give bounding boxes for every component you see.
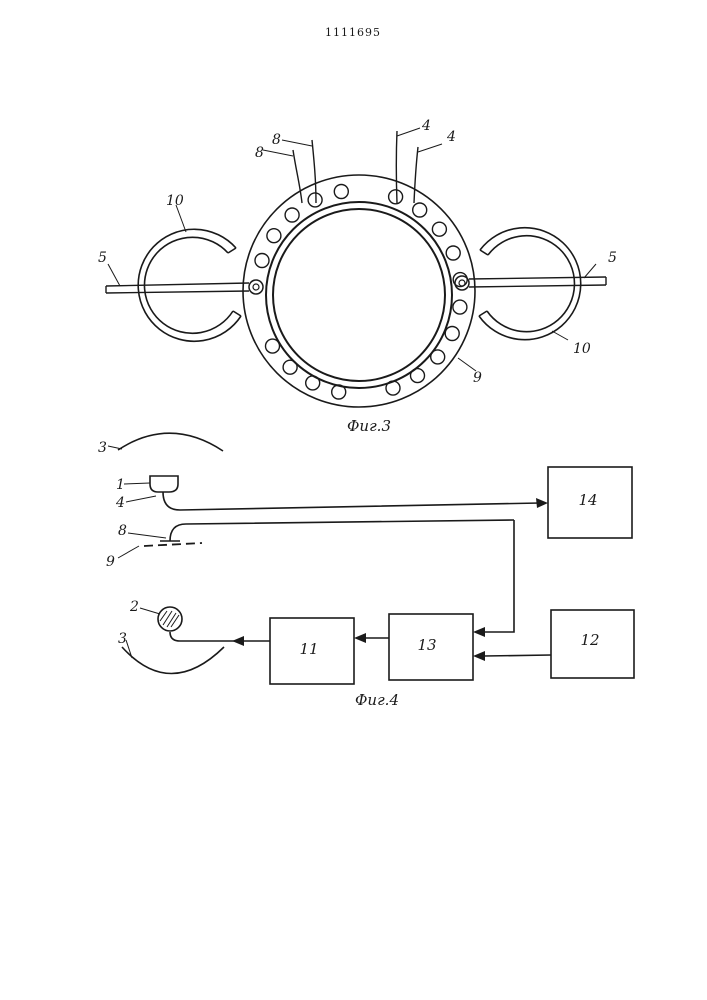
label-8: 8 bbox=[118, 523, 127, 539]
block-12-label: 12 bbox=[580, 631, 599, 649]
coil-circle bbox=[386, 381, 400, 395]
label-10-right: 10 bbox=[573, 341, 591, 357]
right-loop bbox=[479, 228, 581, 340]
arrow-13-to-11 bbox=[354, 633, 366, 643]
block-11-label: 11 bbox=[299, 640, 318, 658]
block-14-label: 14 bbox=[578, 491, 597, 509]
central-ring-inner bbox=[273, 209, 445, 381]
coil-circle bbox=[453, 300, 467, 314]
central-ring-outer bbox=[266, 202, 452, 388]
coil-circle bbox=[308, 193, 322, 207]
right-rod bbox=[469, 277, 606, 287]
element-1 bbox=[150, 476, 178, 492]
element-2 bbox=[158, 607, 182, 631]
wire-8-pair bbox=[263, 140, 316, 203]
arrow-11-to-2 bbox=[232, 636, 244, 646]
left-hinge-eyelet bbox=[249, 280, 263, 294]
leader-10-right bbox=[552, 331, 568, 340]
label-8-inner: 8 bbox=[272, 132, 281, 148]
leader-8 bbox=[128, 533, 166, 538]
leader-3-top bbox=[108, 446, 122, 449]
figure-3-caption: Фиг.3 bbox=[347, 417, 391, 435]
leader-9 bbox=[118, 546, 139, 558]
leader-10-left bbox=[176, 205, 186, 232]
leader-5-left bbox=[108, 264, 120, 286]
label-4-right: 4 bbox=[446, 129, 456, 145]
coil-circle bbox=[332, 385, 346, 399]
arrow-12-to-13 bbox=[473, 651, 485, 661]
coil-circles bbox=[255, 185, 467, 400]
patent-number: 1111695 bbox=[325, 26, 381, 39]
coil-circle bbox=[411, 369, 425, 383]
coil-circle bbox=[283, 360, 297, 374]
label-9-fig4: 9 bbox=[106, 554, 115, 570]
arrow-to-13-top bbox=[473, 627, 485, 637]
link-1-to-14 bbox=[163, 492, 540, 510]
label-3-top: 3 bbox=[98, 440, 107, 456]
block-13-label: 13 bbox=[417, 636, 436, 654]
label-5-left: 5 bbox=[98, 250, 107, 266]
leader-1 bbox=[124, 483, 150, 484]
figure-4-caption: Фиг.4 bbox=[355, 691, 399, 709]
leader-5-right bbox=[584, 264, 596, 278]
leader-2 bbox=[140, 608, 160, 614]
coil-circle bbox=[446, 246, 460, 260]
label-4-left: 4 bbox=[421, 118, 431, 134]
coil-circle bbox=[255, 254, 269, 268]
coil-circle bbox=[334, 185, 348, 199]
label-4: 4 bbox=[115, 495, 125, 511]
arrow-to-14 bbox=[536, 498, 548, 508]
element-8 bbox=[170, 520, 514, 541]
label-3-bottom: 3 bbox=[118, 631, 127, 647]
coil-circle bbox=[413, 203, 427, 217]
coil-circle bbox=[266, 339, 280, 353]
link-12-to-13 bbox=[484, 655, 551, 656]
figure-3: 8 8 4 4 10 5 5 10 9 Фиг.3 bbox=[98, 118, 617, 435]
coil-circle bbox=[285, 208, 299, 222]
coil-circle bbox=[267, 229, 281, 243]
dashed-line-9 bbox=[144, 543, 202, 546]
link-11-to-2 bbox=[170, 632, 270, 641]
coil-circle bbox=[431, 350, 445, 364]
figure-4: 3 1 4 8 9 14 11 13 12 bbox=[98, 433, 634, 709]
coil-circle bbox=[389, 190, 403, 204]
coil-circle bbox=[432, 222, 446, 236]
label-2: 2 bbox=[129, 599, 139, 615]
bottom-arc bbox=[122, 647, 224, 674]
label-1: 1 bbox=[116, 477, 125, 493]
left-rod bbox=[106, 283, 249, 293]
label-10-left: 10 bbox=[166, 193, 184, 209]
coil-circle bbox=[445, 327, 459, 341]
coil-circle bbox=[306, 376, 320, 390]
link-8-to-13 bbox=[484, 520, 514, 632]
label-9: 9 bbox=[473, 370, 482, 386]
leader-4 bbox=[126, 496, 156, 502]
label-8-outer: 8 bbox=[255, 145, 264, 161]
label-5-right: 5 bbox=[608, 250, 617, 266]
top-arc bbox=[118, 433, 223, 451]
